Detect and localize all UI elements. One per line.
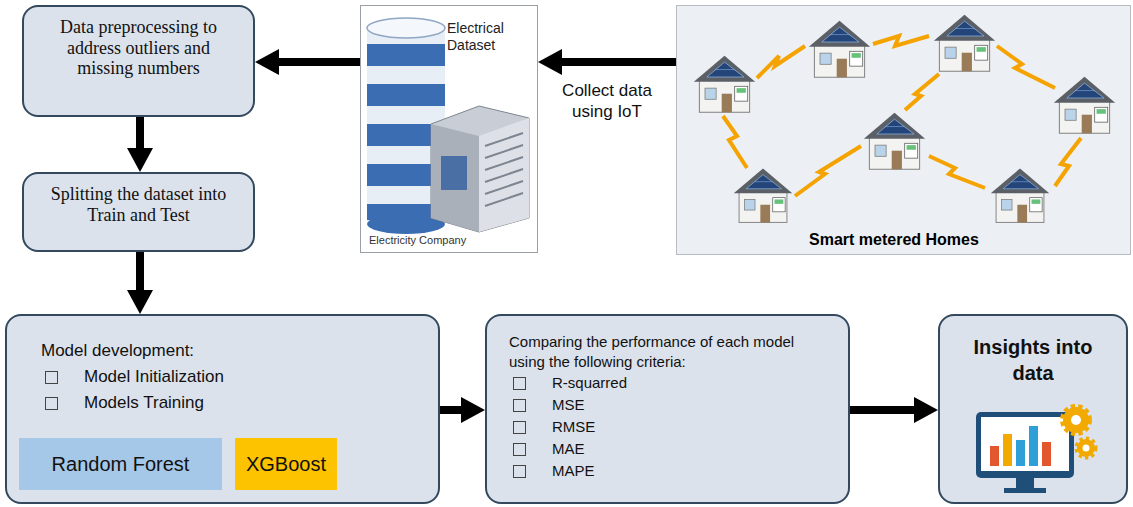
flow-arrow [136, 117, 144, 152]
flow-arrow [558, 58, 676, 66]
process-box: Comparing the performance of each model … [485, 314, 850, 504]
checkbox-symbol [45, 397, 58, 410]
box-title: Random Forest [52, 451, 190, 477]
criteria-row: Model Initialization [45, 364, 418, 390]
server-rack [431, 106, 529, 232]
criteria-row: R-squarred [513, 372, 830, 394]
list-item: MSE [552, 394, 585, 416]
node-label: Electrical Dataset [447, 20, 533, 54]
checkbox-symbol [513, 421, 526, 434]
homes-illustration [677, 6, 1130, 254]
model-box: XGBoost [235, 438, 337, 490]
database-panel: Electrical DatasetElectricity Company [360, 5, 538, 253]
list-item: R-squarred [552, 372, 627, 394]
list-item: Model Initialization [84, 364, 224, 390]
homes-panel: Smart metered Homes [676, 5, 1131, 255]
criteria-row: MAE [513, 438, 830, 460]
process-box: Splitting the dataset into Train and Tes… [22, 172, 255, 252]
smart-house [694, 15, 1115, 223]
checkbox-symbol [513, 399, 526, 412]
node-label: Smart metered Homes [809, 230, 987, 249]
flow-arrow [275, 58, 360, 66]
checkbox-symbol [513, 465, 526, 478]
flow-arrow [440, 406, 465, 414]
list-item: RMSE [552, 416, 595, 438]
node-label: Electricity Company [369, 234, 529, 246]
box-title: Splitting the dataset into Train and Tes… [44, 184, 233, 225]
edge-label: Collect data using IoT [555, 80, 659, 123]
lightning-bolts [723, 36, 1081, 196]
checkbox-symbol [513, 377, 526, 390]
flow-arrow [136, 252, 144, 294]
box-title: Data preprocessing to address outliers a… [44, 17, 233, 79]
criteria-row: MSE [513, 394, 830, 416]
criteria-row: RMSE [513, 416, 830, 438]
checkbox-symbol [45, 371, 58, 384]
output-box: Insights into data [938, 314, 1128, 504]
process-box: Random ForestXGBoostModel development:Mo… [5, 314, 440, 504]
list-item: Models Training [84, 390, 204, 416]
box-title: XGBoost [246, 451, 326, 477]
list-item: MAE [552, 438, 585, 460]
criteria-row: Models Training [45, 390, 418, 416]
insights-icon [972, 398, 1102, 498]
list-item: MAPE [552, 460, 595, 482]
model-box: Random Forest [19, 438, 222, 490]
checkbox-symbol [513, 443, 526, 456]
process-box: Data preprocessing to address outliers a… [22, 5, 255, 117]
box-title: Comparing the performance of each model … [509, 332, 830, 372]
box-title: Model development: [41, 338, 418, 364]
criteria-row: MAPE [513, 460, 830, 482]
flow-arrow [850, 406, 918, 414]
box-title: Insights into data [963, 334, 1103, 386]
